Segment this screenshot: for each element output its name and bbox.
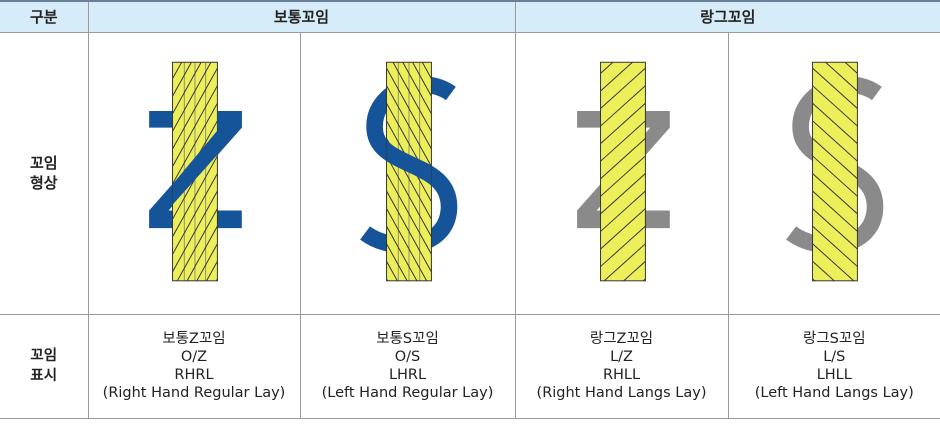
- label-line: 표시: [30, 368, 58, 384]
- mark-cell: 보통Z꼬임 O/Z RHRL (Right Hand Regular Lay): [87, 313, 301, 419]
- shape-cell: [514, 31, 729, 315]
- label-line: 형상: [29, 174, 58, 192]
- mark-cell: 랑그Z꼬임 L/Z RHLL (Right Hand Langs Lay): [514, 313, 729, 419]
- rope-lay-illustration: [149, 61, 242, 282]
- lay-abbr: LHLL: [816, 367, 852, 383]
- lay-code: O/S: [394, 349, 421, 365]
- lay-name: 보통S꼬임: [376, 331, 439, 347]
- lay-name: 랑그S꼬임: [802, 331, 866, 347]
- lay-desc: (Right Hand Langs Lay): [536, 385, 707, 401]
- label-line: 꼬임: [30, 348, 58, 364]
- lay-abbr: RHLL: [602, 367, 641, 383]
- lay-code: L/Z: [610, 349, 633, 365]
- header-category: 구분: [0, 0, 89, 33]
- lay-code: O/Z: [180, 349, 208, 365]
- lay-code: L/S: [823, 349, 846, 365]
- rope-strand: [600, 62, 645, 281]
- header-langs-lay: 랑그꼬임: [514, 0, 940, 33]
- header-regular-lay: 보통꼬임: [87, 0, 516, 33]
- lay-abbr: LHRL: [388, 367, 427, 383]
- mark-cell: 랑그S꼬임 L/S LHLL (Left Hand Langs Lay): [727, 313, 940, 419]
- rope-lay-illustration: [576, 61, 670, 282]
- shape-cell: [727, 31, 940, 315]
- rope-lay-illustration: [786, 61, 884, 282]
- lay-abbr: RHRL: [174, 367, 214, 383]
- rope-lay-illustration: [359, 61, 457, 282]
- lay-desc: (Left Hand Regular Lay): [321, 385, 494, 401]
- lay-name: 랑그Z꼬임: [589, 331, 654, 347]
- lay-desc: (Right Hand Regular Lay): [102, 385, 286, 401]
- shape-cell: [299, 31, 516, 315]
- lay-desc: (Left Hand Langs Lay): [754, 385, 914, 401]
- shape-cell: [87, 31, 301, 315]
- label-line: 꼬임: [29, 154, 58, 172]
- mark-cell: 보통S꼬임 O/S LHRL (Left Hand Regular Lay): [299, 313, 516, 419]
- rope-strand: [812, 62, 858, 281]
- lay-name: 보통Z꼬임: [162, 331, 226, 347]
